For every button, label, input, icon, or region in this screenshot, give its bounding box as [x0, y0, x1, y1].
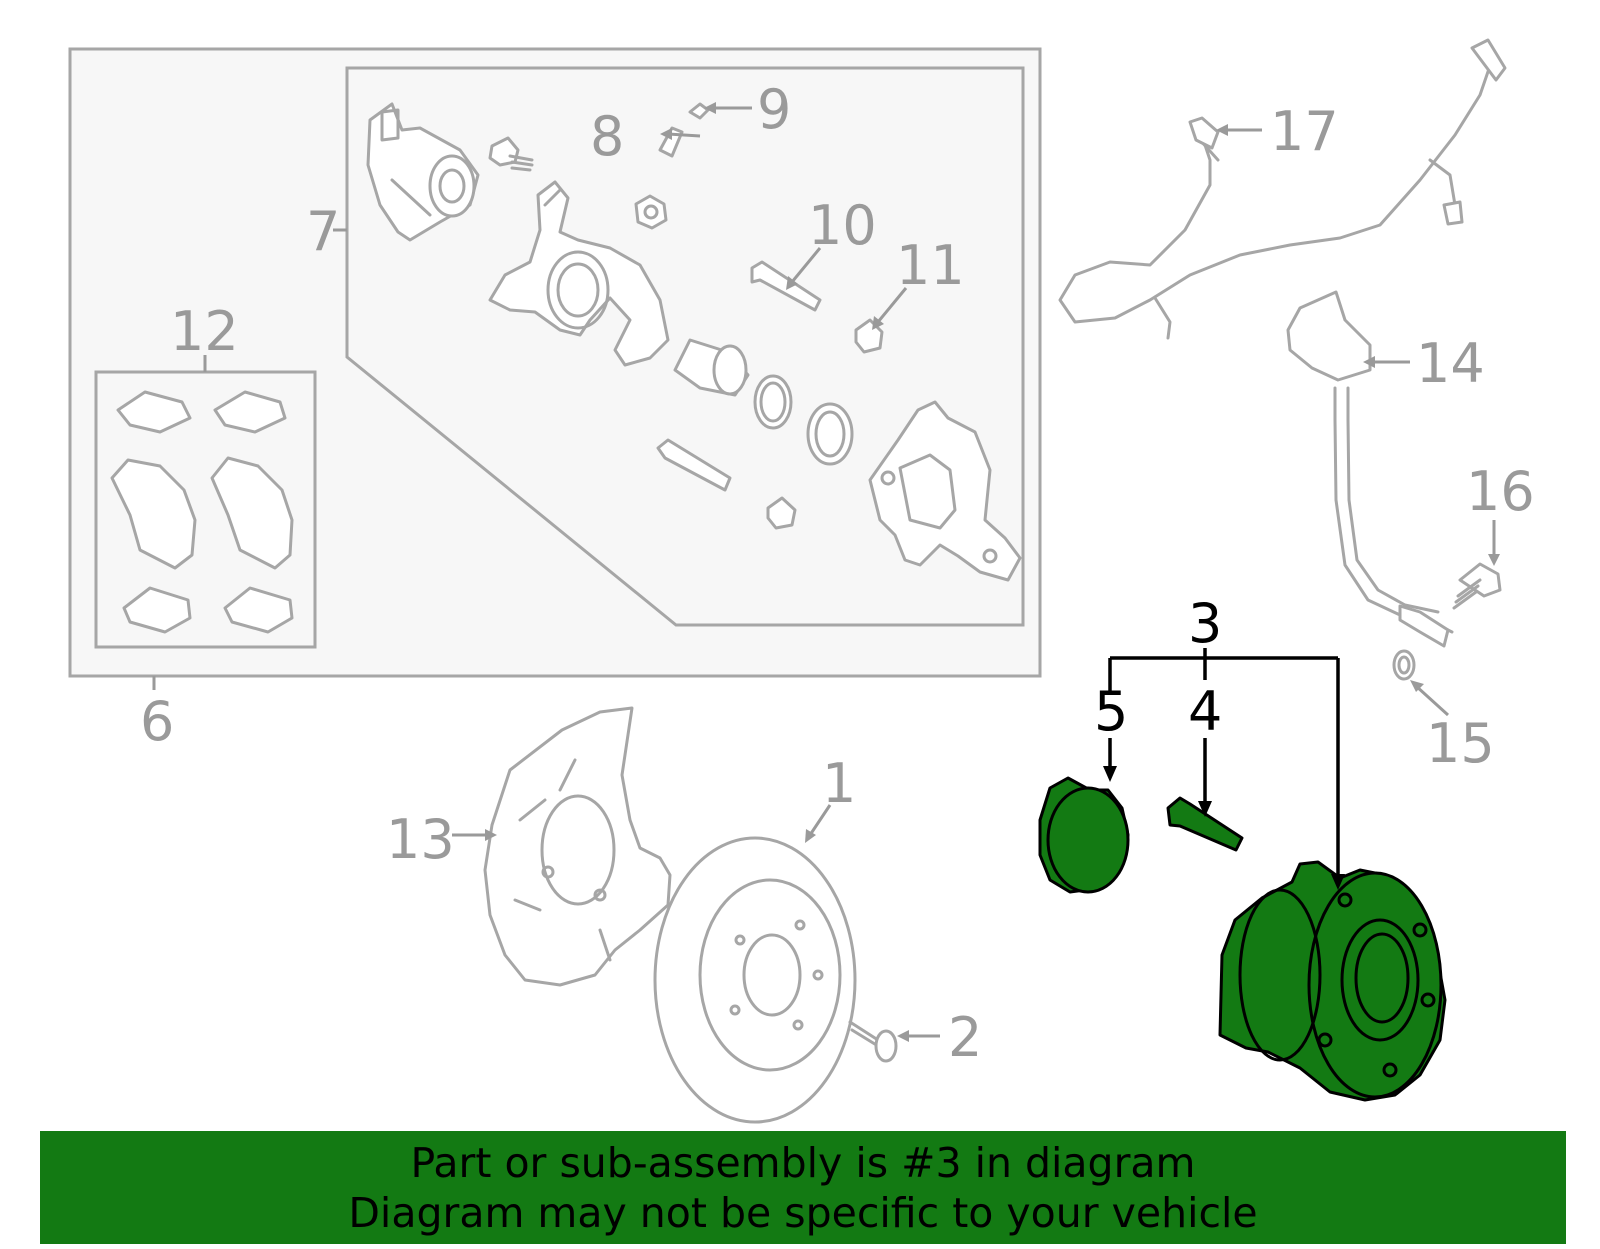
caliper-motor-part: [366, 102, 480, 242]
hub-cap-part-5: [1038, 776, 1130, 894]
callout-13: 13: [386, 808, 455, 871]
banjo-bolt-part: [1452, 562, 1502, 610]
callout-4: 4: [1188, 680, 1222, 743]
callout-16: 16: [1466, 460, 1535, 523]
callout-10: 10: [808, 194, 877, 257]
callout-8: 8: [590, 105, 624, 168]
callout-11: 11: [896, 234, 965, 297]
callout-6: 6: [140, 690, 174, 753]
callout-14: 14: [1416, 332, 1485, 395]
caliper-body-part: [488, 180, 670, 367]
callout-9: 9: [757, 78, 791, 141]
callout-7: 7: [306, 200, 340, 263]
dust-shield-part: [483, 706, 672, 987]
wheel-stud-part-4: [1166, 796, 1244, 852]
callout-5: 5: [1094, 680, 1128, 743]
callout-1: 1: [822, 752, 856, 815]
brake-disc-part: [653, 836, 857, 1124]
caliper-bracket-part: [868, 400, 1022, 582]
info-banner: Part or sub-assembly is #3 in diagram Di…: [40, 1131, 1566, 1244]
guide-pin-lower-part: [656, 438, 797, 530]
callout-bracket-3: [1103, 648, 1345, 890]
washer-part: [1392, 649, 1416, 681]
hub-bearing-part-3: [1218, 860, 1447, 1102]
callout-12: 12: [170, 300, 239, 363]
banner-line-2: Diagram may not be specific to your vehi…: [348, 1188, 1258, 1237]
brake-hose-part: [1286, 290, 1454, 648]
brake-pads-part: [110, 390, 294, 634]
motor-bolt-part: [488, 136, 534, 172]
piston-part: [673, 338, 854, 466]
guide-pin-upper-part: [750, 260, 822, 312]
callout-3: 3: [1188, 592, 1222, 655]
speed-sensor-harness-part: [1058, 38, 1507, 340]
callout-2: 2: [948, 1006, 982, 1069]
callout-15: 15: [1426, 712, 1495, 775]
banner-line-1: Part or sub-assembly is #3 in diagram: [410, 1138, 1196, 1187]
disc-screw-part: [848, 1020, 898, 1063]
leader-lines: [452, 102, 1500, 1042]
assembly-box-7: [333, 66, 1025, 627]
caliper-nut-part: [634, 194, 668, 230]
callout-17: 17: [1270, 100, 1339, 163]
